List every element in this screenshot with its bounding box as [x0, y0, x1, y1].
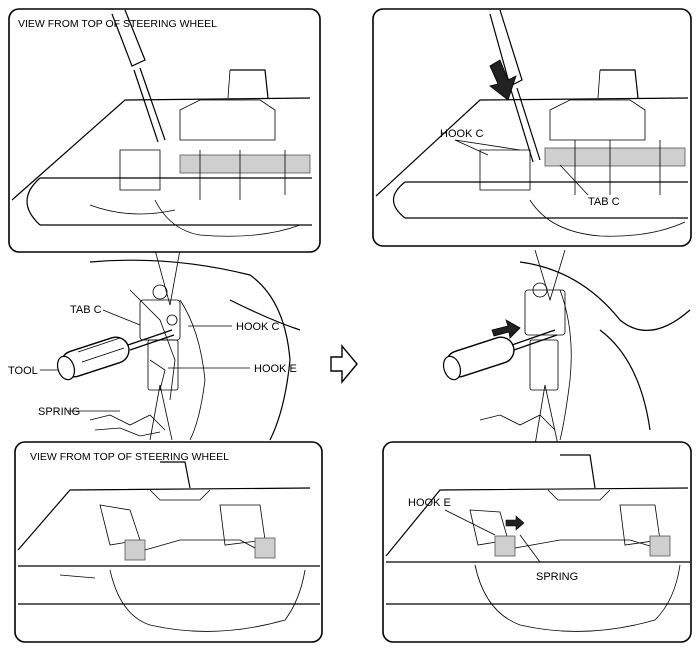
bottom-right-detail-panel — [382, 441, 692, 643]
tab-c-label-left: TAB C — [70, 304, 102, 316]
tab-c-label-right: TAB C — [588, 196, 620, 208]
left-steering-wheel-scene — [56, 259, 301, 441]
hollow-right-arrow-icon — [330, 344, 358, 384]
bottom-right-callout-wedge — [534, 384, 559, 446]
solid-right-arrow-icon-bottom — [505, 515, 525, 531]
hook-e-label-right: HOOK E — [408, 497, 451, 509]
view-label-bottom-left: VIEW FROM TOP OF STEERING WHEEL — [30, 451, 229, 463]
bottom-left-callout-wedge — [149, 384, 173, 441]
top-left-detail-panel: VIEW FROM TOP OF STEERING WHEEL — [8, 8, 321, 253]
left-leader-lines — [40, 309, 250, 412]
screwdriver-tool-right — [442, 329, 558, 381]
spring-label-left: SPRING — [38, 406, 80, 418]
tool-label: TOOL — [8, 365, 38, 377]
top-left-callout-wedge — [154, 249, 181, 306]
view-label-top-left: VIEW FROM TOP OF STEERING WHEEL — [18, 18, 217, 30]
spring-label-right: SPRING — [536, 571, 578, 583]
solid-right-arrow-icon — [491, 319, 521, 339]
top-right-callout-wedge — [534, 249, 566, 302]
hook-c-label-right: HOOK C — [440, 128, 483, 140]
screwdriver-tool — [56, 329, 175, 381]
hook-e-label-left: HOOK E — [254, 363, 297, 375]
hook-c-label-left: HOOK C — [236, 321, 279, 333]
top-right-detail-panel — [372, 8, 692, 247]
bottom-left-detail-panel: VIEW FROM TOP OF STEERING WHEEL — [14, 441, 323, 643]
solid-down-arrow-icon — [489, 59, 517, 101]
right-steering-wheel-scene — [442, 261, 691, 441]
